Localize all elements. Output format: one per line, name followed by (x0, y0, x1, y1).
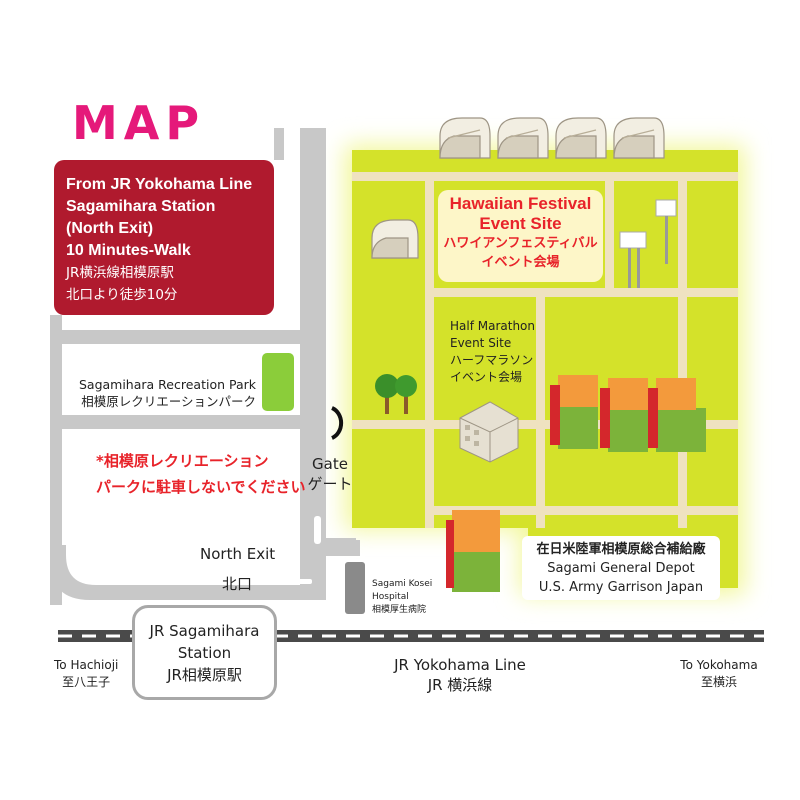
north-exit-label: North Exit (200, 545, 276, 563)
warning-line: *相模原レクリエーション (96, 452, 269, 470)
gate-marker (331, 406, 344, 440)
depot-line: Sagami General Depot (547, 561, 695, 576)
road-marking (314, 516, 321, 544)
hangar-buildings (371, 117, 665, 259)
directions-line: Sagamihara Station (66, 198, 216, 215)
directions-line: From JR Yokohama Line (66, 176, 253, 193)
half-marathon-line: ハーフマラソン (450, 353, 534, 367)
base-roads (352, 172, 738, 528)
rail-line-label: JR Yokohama Line JR 横浜線 (380, 655, 540, 695)
direction-hachioji: To Hachioji 至八王子 (54, 657, 118, 691)
directions-line: 北口より徒歩10分 (66, 287, 178, 303)
hospital-line: Sagami Kosei (372, 579, 433, 589)
rail-line-en: JR Yokohama Line (394, 656, 526, 674)
to-yokohama-jp: 至横浜 (700, 675, 737, 689)
warning-line: パークに駐車しないでください (96, 478, 306, 496)
directions-line: (North Exit) (66, 220, 154, 237)
half-marathon-line: Event Site (450, 336, 512, 350)
festival-line: Hawaiian Festival (449, 194, 592, 213)
hospital-building (345, 562, 365, 614)
gate-label-jp: ゲート (307, 475, 353, 493)
office-building (459, 401, 519, 463)
container-stack (550, 375, 706, 452)
park-label-jp: 相模原レクリエーションパーク (81, 394, 256, 409)
half-marathon-line: Half Marathon (450, 319, 536, 333)
station-line: Station (177, 644, 232, 662)
to-hachioji-en: To Hachioji (54, 658, 119, 672)
depot-line: 在日米陸軍相模原総合補給廠 (536, 542, 706, 557)
trees (375, 374, 417, 414)
to-hachioji-jp: 至八王子 (62, 675, 111, 689)
station-box: JR Sagamihara Station JR相模原駅 (132, 605, 277, 700)
park-area (262, 353, 294, 411)
directions-line: JR横浜線相模原駅 (66, 265, 174, 281)
station-line: JR Sagamihara (149, 622, 260, 640)
directions-line: 10 Minutes-Walk (66, 242, 191, 259)
festival-line: ハワイアンフェスティバル (443, 236, 598, 251)
festival-line: イベント会場 (481, 255, 560, 270)
gate-label: Gate ゲート (300, 454, 360, 494)
half-marathon-label: Half Marathon Event Site ハーフマラソン イベント会場 (450, 318, 535, 386)
park-label: Sagamihara Recreation Park 相模原レクリエーションパー… (0, 376, 256, 410)
to-yokohama-en: To Yokohama (680, 658, 758, 672)
container-stack (446, 510, 500, 592)
station-line: JR相模原駅 (167, 666, 242, 684)
depot-label: 在日米陸軍相模原総合補給廠 Sagami General Depot U.S. … (522, 536, 720, 600)
festival-site-label: Hawaiian Festival Event Site ハワイアンフェスティバ… (438, 190, 603, 282)
festival-line: Event Site (479, 214, 562, 233)
directions-box: From JR Yokohama Line Sagamihara Station… (54, 160, 274, 315)
parking-warning: *相模原レクリエーション パークに駐車しないでください (96, 448, 306, 500)
gate-label-en: Gate (312, 455, 348, 473)
map-title: MAP (72, 96, 206, 150)
hospital-line: Hospital (372, 592, 409, 602)
depot-line: U.S. Army Garrison Japan (538, 580, 704, 595)
rail-line-jp: JR 横浜線 (427, 676, 493, 694)
road-marking (288, 579, 312, 584)
direction-yokohama: To Yokohama 至横浜 (672, 657, 766, 691)
hospital-line: 相模厚生病院 (372, 605, 427, 615)
park-label-en: Sagamihara Recreation Park (78, 377, 256, 392)
stadium-lights (619, 199, 677, 288)
city-roads (50, 128, 360, 605)
hospital-label: Sagami Kosei Hospital 相模厚生病院 (372, 578, 432, 617)
half-marathon-line: イベント会場 (450, 370, 523, 384)
north-exit-label-jp: 北口 (222, 575, 253, 593)
